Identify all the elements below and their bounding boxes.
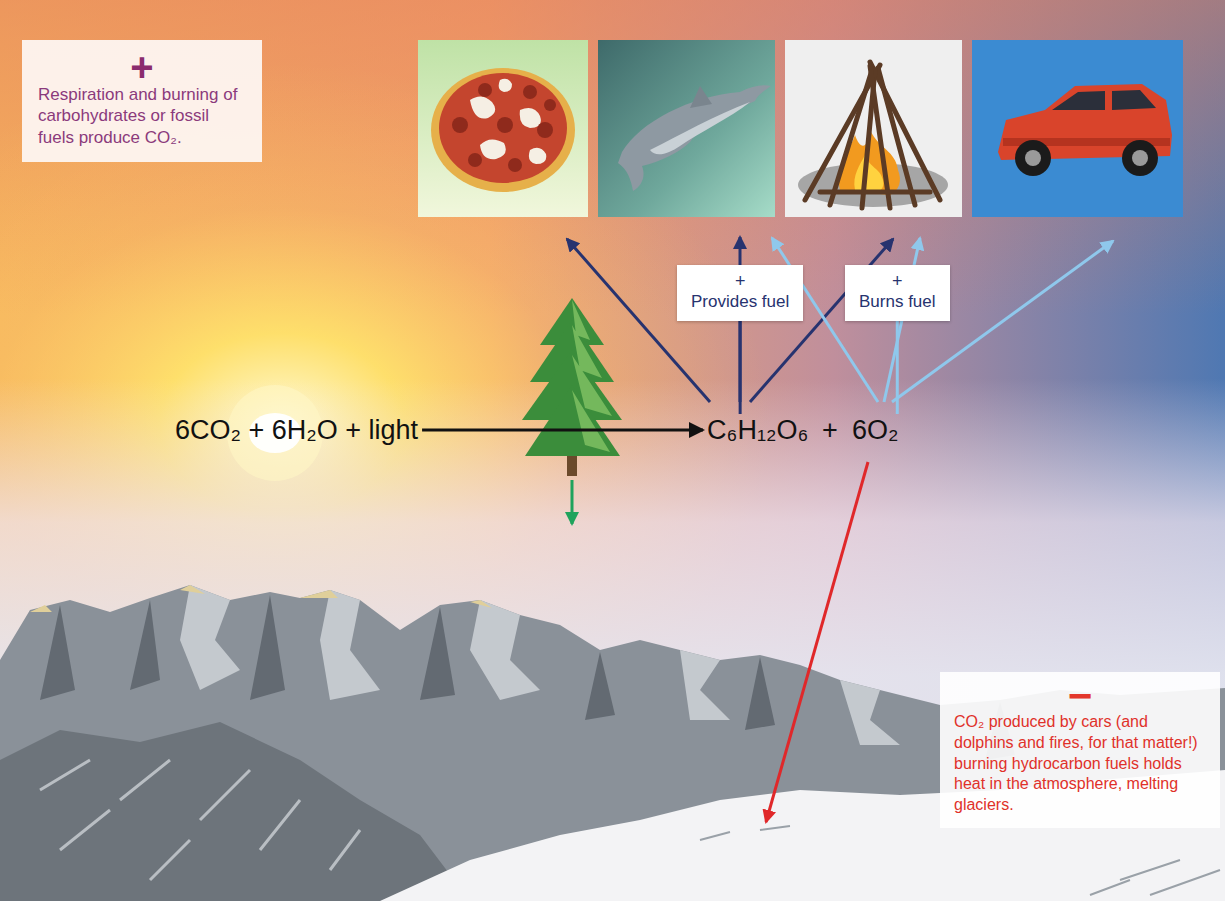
pizza-picture [452, 83, 556, 172]
glacier-arrow [766, 462, 868, 822]
car-picture [1015, 140, 1051, 176]
equation-text: 6O₂ [852, 414, 899, 446]
mountains [180, 585, 240, 690]
mountains [0, 585, 1225, 901]
pizza-picture [537, 122, 553, 138]
dolphin-picture [598, 40, 775, 217]
pizza-picture [544, 99, 556, 111]
campfire-picture [805, 62, 940, 208]
minus-sign: − [954, 680, 1206, 712]
car-picture [1122, 140, 1158, 176]
pizza-picture [497, 117, 513, 133]
pizza-picture [478, 83, 492, 97]
car-picture [1025, 150, 1041, 166]
flow-arrow [422, 429, 703, 432]
mountains [30, 585, 492, 612]
campfire-picture [878, 68, 915, 205]
mountains [320, 590, 380, 700]
tree-picture [572, 300, 612, 452]
note-box: −CO₂ produced by cars (and dolphins and … [940, 672, 1220, 828]
dolphin-picture [690, 86, 712, 108]
dolphin-picture [598, 40, 775, 217]
mountains [40, 760, 360, 880]
campfire-picture [785, 40, 962, 217]
car-picture [972, 40, 1183, 217]
pizza-picture [439, 73, 567, 183]
mountains [840, 680, 900, 745]
pizza-picture [523, 85, 537, 99]
pizza-picture [508, 158, 522, 172]
equation-term: 6CO₂ + 6H₂O + light [171, 414, 422, 446]
pizza-picture [468, 153, 482, 167]
plus-sign: + [859, 271, 936, 291]
mountains [680, 650, 730, 720]
plus-sign: + [822, 414, 838, 446]
mountains [700, 826, 1220, 895]
campfire-picture [820, 190, 930, 195]
mountains [0, 585, 1225, 901]
note-text: Respiration and burning of carbohydrates… [38, 84, 246, 148]
note-box: +Respiration and burning of carbohydrate… [22, 40, 262, 162]
pizza-picture [418, 40, 588, 217]
plus-sign: + [38, 50, 246, 84]
car-picture [1132, 150, 1148, 166]
tree-picture [522, 298, 622, 476]
equation-term: 6O₂ [848, 414, 903, 446]
glacier-arrow [766, 462, 868, 822]
pizza-picture [418, 40, 588, 217]
pizza-picture [452, 117, 468, 133]
dolphin-picture [618, 85, 771, 191]
car-picture [1052, 90, 1156, 110]
dolphin-picture [650, 102, 750, 154]
pizza-picture [470, 79, 546, 164]
flow-arrow [896, 321, 899, 414]
tree-arrow [571, 480, 574, 524]
label-box: +Burns fuel [845, 265, 950, 321]
equation-text: C₆H₁₂O₆ [707, 414, 808, 446]
tree-arrow [571, 480, 574, 524]
mountains [470, 600, 540, 700]
pizza-picture [431, 68, 575, 192]
label-box: +Provides fuel [677, 265, 803, 321]
note-text: CO₂ produced by cars (and dolphins and f… [954, 712, 1206, 816]
oxygen-arrow [772, 238, 1113, 402]
car-picture [972, 40, 1183, 217]
plus-sign: + [691, 271, 789, 291]
label-text: Burns fuel [859, 291, 936, 313]
flow-arrow [739, 321, 742, 414]
mountains [0, 722, 470, 901]
campfire-picture [870, 66, 890, 208]
label-text: Provides fuel [691, 291, 789, 313]
campfire-picture [785, 40, 962, 217]
equation-term: C₆H₁₂O₆ [703, 414, 812, 446]
equation-text: 6CO₂ + 6H₂O + light [175, 414, 418, 446]
